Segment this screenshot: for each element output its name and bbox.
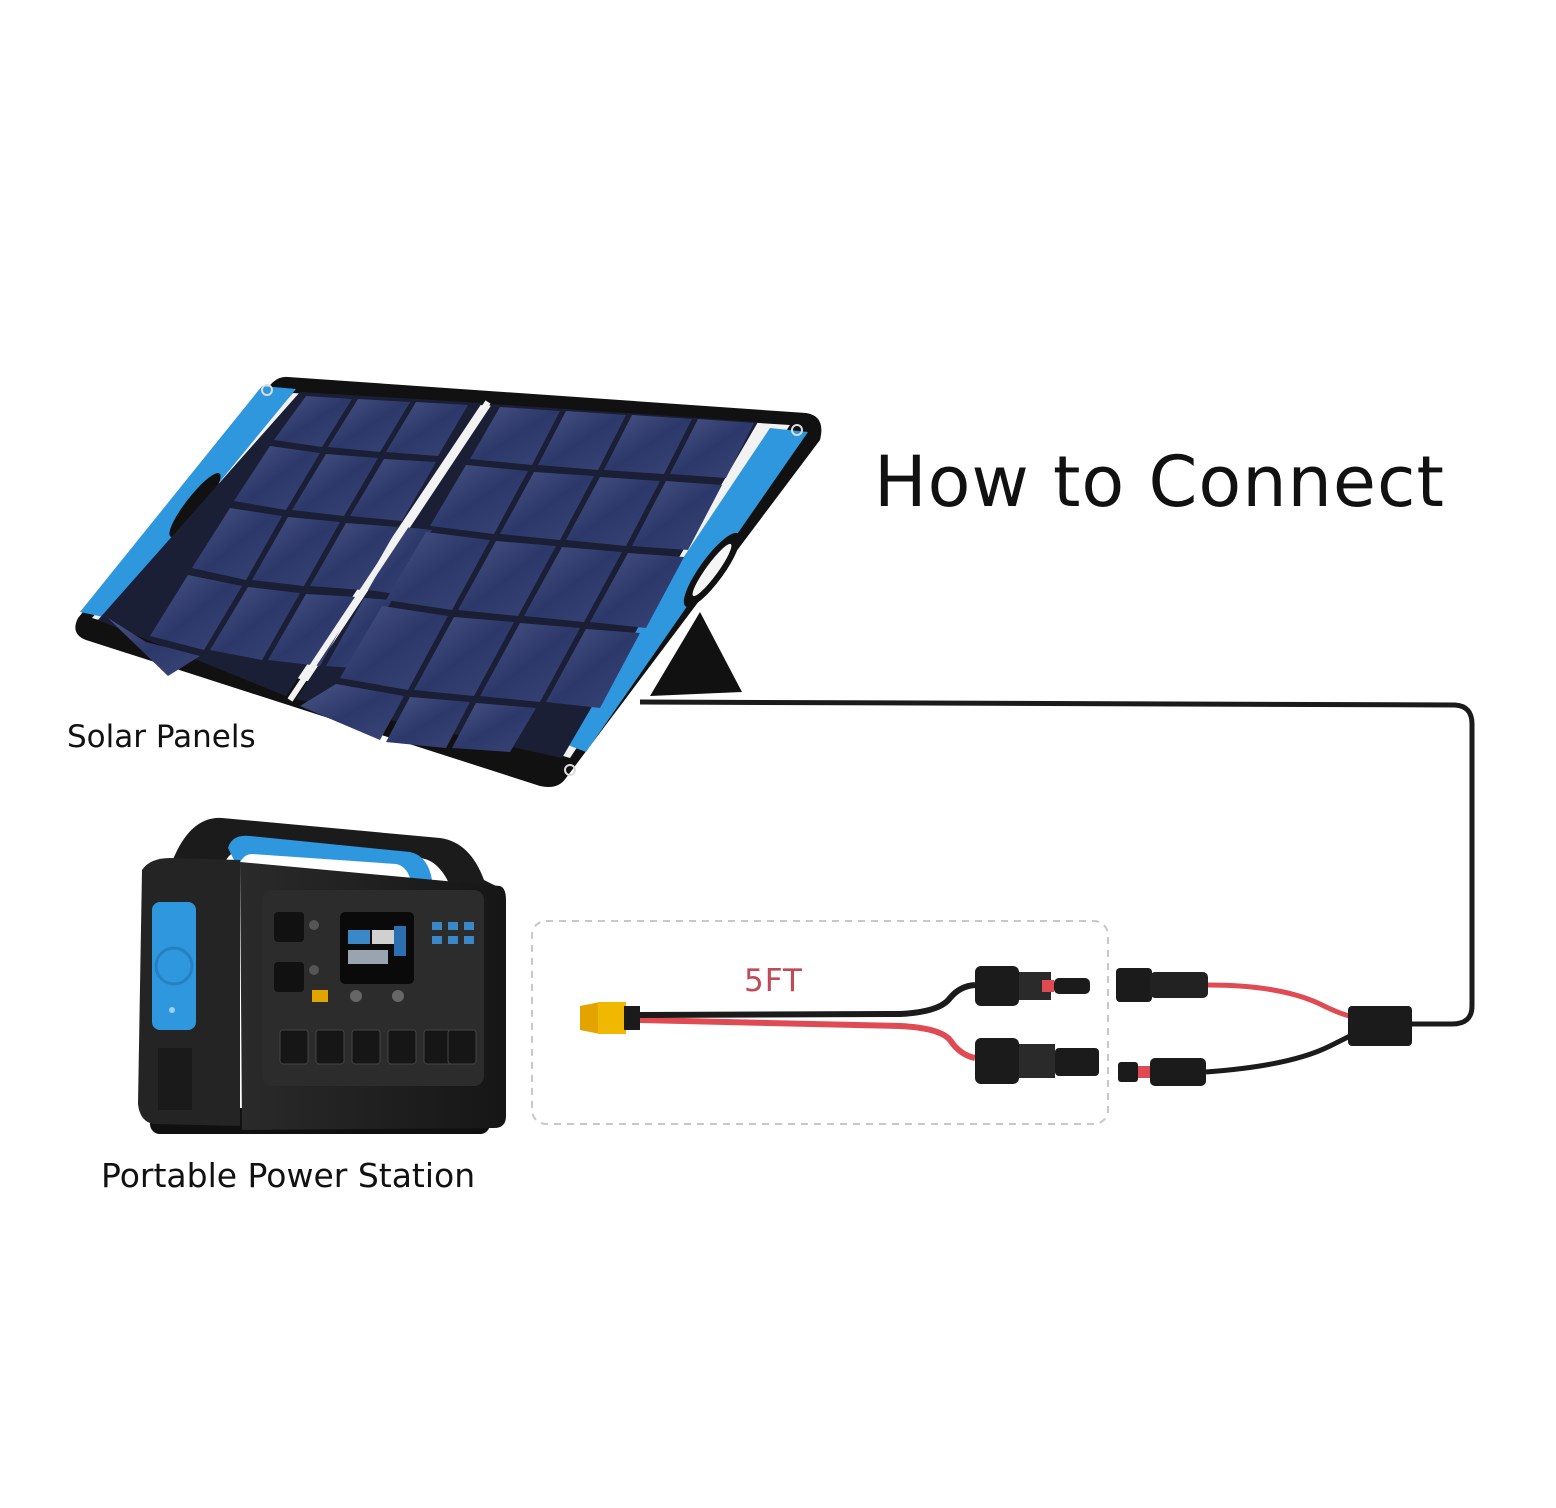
panel-cable: [639, 699, 1475, 1027]
included-cable-frame: [531, 920, 1109, 1125]
solar-panels-label: Solar Panels: [67, 719, 256, 755]
page-title: How to Connect: [874, 441, 1445, 523]
solar-panel: [75, 376, 822, 787]
panel-handle-pads: [80, 386, 808, 752]
power-station-label: Portable Power Station: [101, 1156, 476, 1195]
mc4-connector-bottom: [975, 1038, 1099, 1084]
xt60-cable: [580, 966, 1099, 1084]
y-splitter: [1116, 968, 1412, 1086]
cable-length-label: 5FT: [744, 963, 803, 999]
ac-outlets: [279, 1029, 477, 1065]
power-station: [138, 817, 506, 1134]
mc4-connector-top: [975, 966, 1090, 1006]
